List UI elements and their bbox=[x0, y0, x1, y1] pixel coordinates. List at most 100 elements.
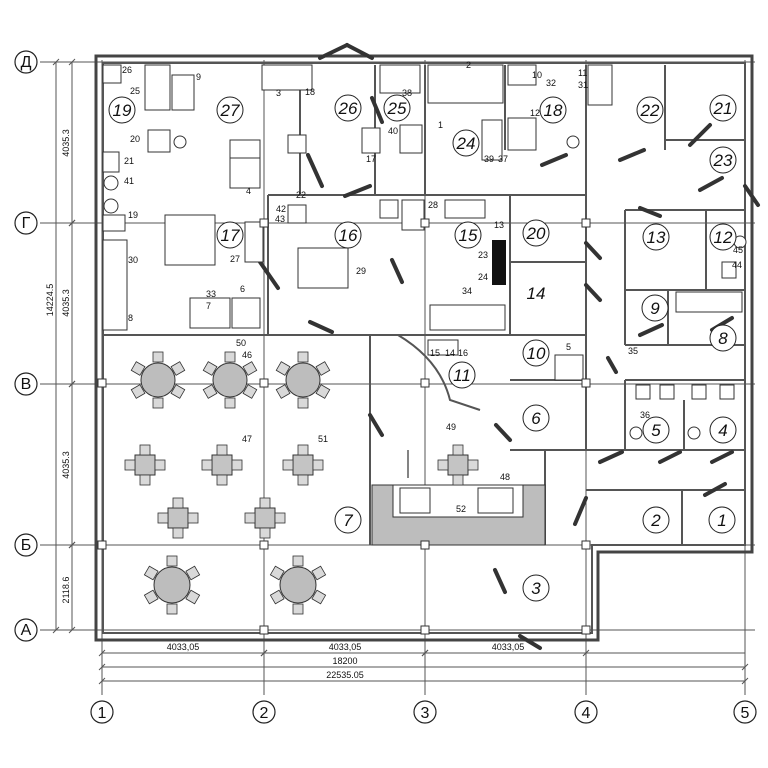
room-number-circle bbox=[454, 221, 482, 249]
room-number-circle bbox=[522, 404, 550, 432]
equipment-number: 19 bbox=[128, 210, 138, 220]
door-16-hall bbox=[308, 320, 334, 334]
room-number-circle bbox=[709, 94, 737, 122]
door-entrance-north-a bbox=[318, 43, 349, 60]
door-11 bbox=[368, 413, 384, 437]
room-number-circle bbox=[334, 94, 362, 122]
chair bbox=[170, 384, 186, 399]
equip-11-31 bbox=[587, 64, 613, 106]
dim-label: 4035.3 bbox=[61, 451, 71, 479]
chair bbox=[437, 459, 449, 471]
chair bbox=[202, 361, 218, 376]
axis-label: Г bbox=[22, 215, 31, 232]
equipment-number: 47 bbox=[242, 434, 252, 444]
equipment-number: 2 bbox=[466, 60, 471, 70]
equip-2 bbox=[427, 64, 504, 104]
equip-basin bbox=[103, 198, 119, 214]
chair bbox=[152, 351, 164, 363]
equip-sink-26 bbox=[102, 64, 122, 84]
toilet-a bbox=[635, 384, 651, 400]
equipment-number: 48 bbox=[500, 472, 510, 482]
door-3 bbox=[493, 568, 507, 594]
door-23 bbox=[698, 176, 724, 192]
chair bbox=[452, 474, 464, 486]
bar-counter bbox=[371, 450, 546, 546]
room-number: 23 bbox=[713, 151, 733, 170]
dim-tick bbox=[52, 626, 60, 634]
equipment-number: 20 bbox=[130, 134, 140, 144]
dim-tick bbox=[52, 58, 60, 66]
room-number-circle bbox=[709, 223, 737, 251]
round-table bbox=[285, 362, 321, 398]
equip-18-basin bbox=[566, 135, 580, 149]
column bbox=[581, 378, 591, 388]
chair bbox=[315, 361, 331, 376]
equip-bar-a bbox=[399, 487, 431, 514]
room-number: 12 bbox=[714, 228, 733, 247]
basin-5 bbox=[629, 426, 643, 440]
axis-bubble-2 bbox=[252, 700, 276, 724]
axis-bubble-row bbox=[14, 211, 38, 235]
axis-bubble-row bbox=[14, 372, 38, 396]
chair bbox=[292, 555, 304, 567]
equip-33 bbox=[189, 297, 231, 329]
equip-40 bbox=[399, 124, 423, 154]
dim-tick bbox=[260, 649, 268, 657]
door-entrance-north-b bbox=[345, 43, 374, 60]
chair bbox=[269, 589, 285, 605]
room-number-circle bbox=[108, 96, 136, 124]
round-table bbox=[153, 566, 191, 604]
room-number: 10 bbox=[527, 344, 546, 363]
door-25 bbox=[370, 96, 384, 124]
chair bbox=[467, 459, 479, 471]
door-entrance-south bbox=[518, 634, 542, 650]
equipment-number: 37 bbox=[498, 154, 508, 164]
chair bbox=[124, 459, 136, 471]
chair bbox=[259, 527, 271, 539]
room-number-circle bbox=[636, 96, 664, 124]
equipment-number: 24 bbox=[478, 272, 488, 282]
equipment-number: 6 bbox=[240, 284, 245, 294]
chair bbox=[297, 444, 309, 456]
dim-tick bbox=[98, 663, 106, 671]
chair bbox=[130, 384, 146, 399]
dim-tick bbox=[741, 663, 749, 671]
chair bbox=[152, 397, 164, 409]
dim-tick bbox=[68, 219, 76, 227]
doors bbox=[258, 43, 760, 650]
chair bbox=[172, 527, 184, 539]
chair bbox=[139, 474, 151, 486]
equipment-number: 38 bbox=[402, 88, 412, 98]
equipment-number: 9 bbox=[196, 72, 201, 82]
door-15 bbox=[390, 258, 404, 284]
equipment-number: 27 bbox=[230, 254, 240, 264]
column bbox=[259, 378, 269, 388]
dim-label: 4033,05 bbox=[167, 642, 200, 652]
room-number-circle bbox=[452, 129, 480, 157]
chair bbox=[269, 565, 285, 581]
chair bbox=[130, 361, 146, 376]
room-number: 14 bbox=[527, 284, 546, 303]
equipment-number: 17 bbox=[366, 154, 376, 164]
door-16 bbox=[343, 184, 372, 198]
room-number-circle bbox=[642, 506, 670, 534]
room-labels: 1234567891011121314151617181920212223242… bbox=[108, 94, 737, 602]
column bbox=[97, 540, 107, 550]
chair bbox=[242, 361, 258, 376]
equipment-number: 10 bbox=[532, 70, 542, 80]
door-corridor bbox=[606, 356, 618, 374]
room-number: 20 bbox=[526, 224, 546, 243]
equipment-number: 44 bbox=[732, 260, 742, 270]
axis-label: 2 bbox=[260, 705, 269, 722]
toilet-12 bbox=[721, 261, 737, 279]
outer-wall-outline bbox=[94, 54, 754, 642]
chair bbox=[297, 351, 309, 363]
chair bbox=[297, 474, 309, 486]
urinals bbox=[675, 291, 743, 313]
room-number-circle bbox=[216, 221, 244, 249]
equipment-number: 35 bbox=[628, 346, 638, 356]
dim-label: 4035.3 bbox=[61, 129, 71, 157]
room-number-circle bbox=[522, 574, 550, 602]
room-number: 4 bbox=[718, 421, 727, 440]
